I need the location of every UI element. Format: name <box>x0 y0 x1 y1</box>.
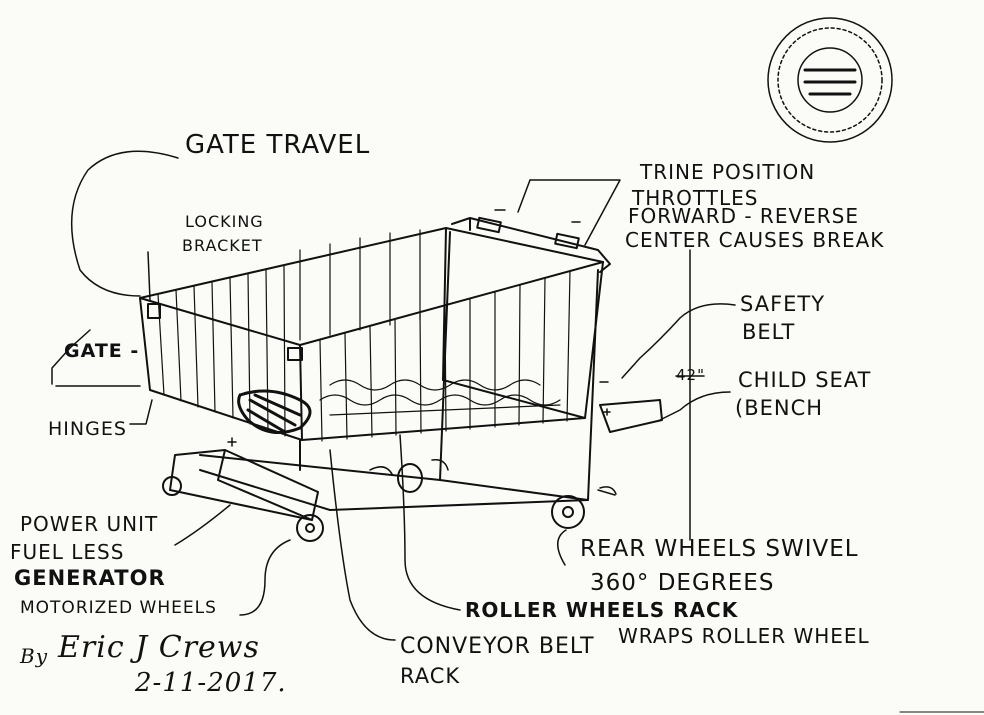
side-wires <box>299 229 571 442</box>
label-generator: GENERATOR <box>14 566 166 590</box>
label-roller-wheels-rack: ROLLER WHEELS RACK <box>465 598 739 622</box>
rear-wheel <box>551 495 585 529</box>
label-gate-travel: GATE TRAVEL <box>185 130 371 160</box>
locking-bracket-left <box>147 303 161 319</box>
label-locking-bracket-line1: LOCKING <box>185 212 264 231</box>
label-forward-reverse: FORWARD - REVERSE <box>628 204 860 228</box>
signature: Eric J Crews <box>58 630 260 665</box>
label-power-unit: POWER UNIT <box>20 512 159 536</box>
throttle-left <box>476 216 502 234</box>
label-motorized-wheels: MOTORIZED WHEELS <box>20 598 217 618</box>
polarity-marks <box>227 381 611 447</box>
roller-rack <box>319 379 561 416</box>
cart-handle <box>451 217 611 273</box>
label-wraps-roller-wheel: WRAPS ROLLER WHEEL <box>618 624 870 648</box>
label-gate: GATE - <box>64 340 140 362</box>
basket-edges <box>139 227 604 441</box>
label-date: 2-11-2017. <box>135 668 287 698</box>
mid-wheel <box>397 463 423 493</box>
label-fuel-less: FUEL LESS <box>10 540 125 564</box>
label-belt: BELT <box>742 320 796 344</box>
patent-seal <box>767 17 893 143</box>
label-conveyor-belt: CONVEYOR BELT <box>400 634 595 659</box>
label-dimension: 42" <box>676 366 705 384</box>
leader-lines <box>51 150 736 641</box>
base-frame <box>199 454 589 511</box>
power-unit-box <box>169 449 319 521</box>
rotation-arrows <box>369 209 617 495</box>
child-seat <box>599 399 663 433</box>
label-center-causes-break: CENTER CAUSES BREAK <box>625 228 885 252</box>
label-child-seat: CHILD SEAT <box>738 368 872 392</box>
basket-floor <box>149 379 586 441</box>
throttle-right <box>554 232 580 250</box>
left-wheel <box>162 476 182 496</box>
label-rear-wheels-swivel: REAR WHEELS SWIVEL <box>580 536 859 562</box>
rear-frame <box>299 231 599 501</box>
label-throttles: THROTTLES <box>632 186 759 210</box>
label-360-degrees: 360° DEGREES <box>590 570 775 596</box>
front-wheel <box>296 514 324 542</box>
label-safety: SAFETY <box>740 292 826 316</box>
conveyor-belt <box>237 389 312 434</box>
label-locking-bracket-line2: BRACKET <box>182 236 263 255</box>
label-bench: (BENCH <box>735 396 824 420</box>
label-rack: RACK <box>400 664 461 688</box>
locking-bracket-right <box>287 347 303 361</box>
label-trine-position: TRINE POSITION <box>640 160 816 184</box>
label-hinges: HINGES <box>48 418 127 440</box>
label-by: By <box>20 644 48 668</box>
